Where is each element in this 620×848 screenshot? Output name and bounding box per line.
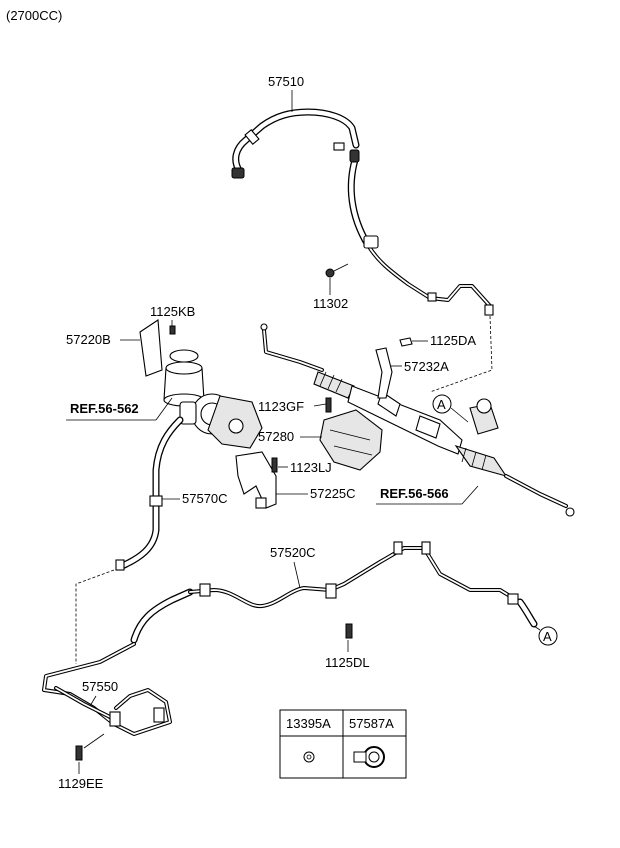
legend-header-13395A: 13395A	[286, 716, 331, 731]
reservoir-bracket-57220B	[139, 319, 163, 377]
bolt-1125DL	[345, 623, 353, 639]
bolt-1125DA	[399, 337, 413, 347]
part-label-57550: 57550	[82, 679, 118, 694]
part-label-1123GF: 1123GF	[258, 399, 304, 414]
bolt-1123GF	[325, 397, 332, 413]
pressure-hose-57510	[231, 108, 494, 316]
bracket-57232A	[375, 347, 393, 399]
marker-a-lower-text: A	[543, 629, 552, 644]
reference-marker-a-lower: A	[533, 625, 558, 646]
part-label-57570C: 57570C	[182, 491, 228, 506]
part-label-57232A: 57232A	[404, 359, 449, 374]
parts-legend-table: 13395A 57587A	[279, 709, 407, 779]
part-label-1125DA: 1125DA	[430, 333, 476, 348]
part-label-57520C: 57520C	[270, 545, 316, 560]
power-steering-pump	[179, 393, 263, 449]
engine-spec-label: (2700CC)	[6, 8, 62, 23]
suction-hose-57570C	[115, 416, 184, 571]
marker-a-upper-text: A	[437, 397, 446, 412]
part-label-1125DL: 1125DL	[325, 655, 370, 670]
bolt-1123LJ	[271, 457, 278, 473]
part-label-57225C: 57225C	[310, 486, 356, 501]
bolt-11302	[325, 263, 349, 278]
part-label-1123LJ: 1123LJ	[290, 460, 332, 475]
reference-marker-a-upper: A	[432, 394, 469, 423]
legend-header-57587A: 57587A	[349, 716, 394, 731]
cooler-tube-57550	[42, 642, 172, 736]
bolt-1129EE	[75, 745, 83, 761]
part-label-1125KB: 1125KB	[150, 304, 195, 319]
part-label-11302: 11302	[313, 296, 348, 311]
part-label-57220B: 57220B	[66, 332, 111, 347]
ref-label-56-566: REF.56-566	[380, 486, 449, 501]
grommet-13395A-icon	[303, 751, 315, 763]
heat-shield-57280	[319, 409, 383, 471]
bracket-57225C	[235, 451, 277, 509]
clamp-57587A-icon	[353, 746, 385, 768]
ref-label-56-562: REF.56-562	[70, 401, 139, 416]
steering-gear-assembly	[260, 323, 575, 517]
part-label-1129EE: 1129EE	[58, 776, 104, 791]
screw-1125KB	[169, 325, 176, 335]
part-label-57280: 57280	[258, 429, 294, 444]
return-hose-57520C	[130, 541, 538, 644]
part-label-57510: 57510	[268, 74, 304, 89]
reservoir-tank	[163, 349, 205, 407]
